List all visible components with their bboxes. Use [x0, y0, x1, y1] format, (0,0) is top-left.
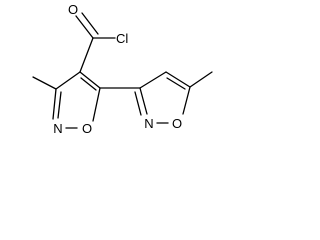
bond-c4-c5-double — [80, 77, 97, 91]
atom-label-n-ring1: N — [53, 121, 62, 136]
bond-n2p-c3p — [139, 87, 148, 115]
bond-carbonyl-c-o-double — [81, 12, 99, 35]
bond-c3p-c4p — [139, 71, 167, 89]
bond-c3-methyl — [32, 76, 57, 90]
bond-c4-carbonyl-c — [79, 37, 94, 73]
atom-label-o-ring1: O — [82, 121, 92, 136]
bond-n2-c3-double — [57, 91, 62, 119]
bond-n2-c3 — [52, 88, 57, 120]
atom-label-n-ring2: N — [144, 116, 153, 131]
chemical-structure: O Cl N O N O — [32, 2, 213, 136]
bond-carbonyl-c-o — [75, 15, 94, 39]
atom-label-cl: Cl — [116, 31, 128, 46]
bond-c4p-c5p-double — [166, 77, 186, 90]
bond-c4-c5 — [79, 71, 101, 89]
bond-c5-o1 — [92, 87, 101, 122]
atom-label-o-carbonyl: O — [68, 2, 78, 17]
bond-c5p-methyl — [189, 71, 213, 88]
bond-n2p-c3p-double — [134, 91, 142, 116]
bond-c5p-o1p — [182, 86, 191, 115]
bond-c4p-c5p — [165, 71, 191, 88]
atom-label-o-ring2: O — [172, 116, 182, 131]
bond-c3-c4 — [55, 71, 81, 90]
